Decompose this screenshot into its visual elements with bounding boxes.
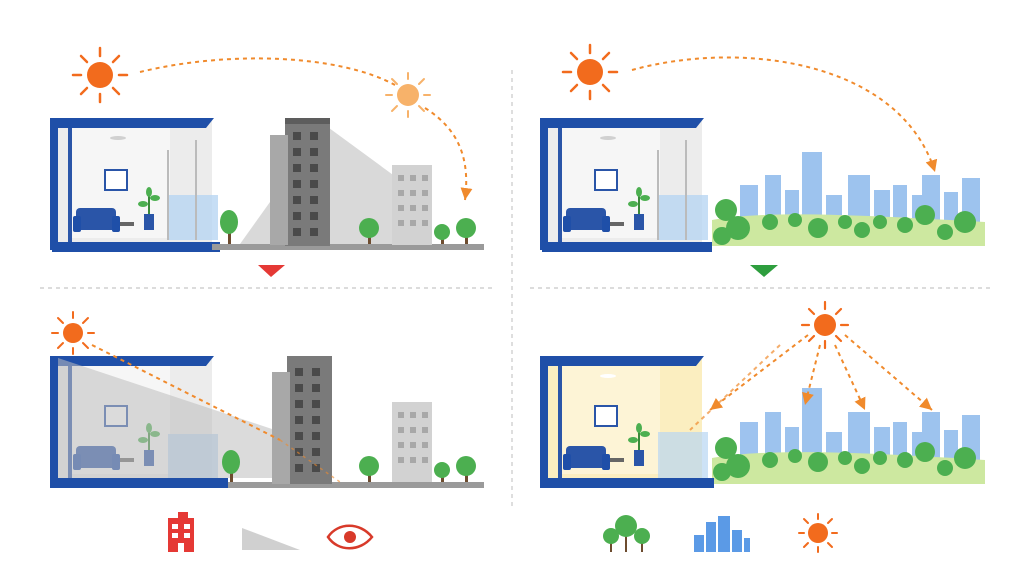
sun-ray-arrows xyxy=(689,334,933,431)
sun-icon xyxy=(51,311,95,355)
indicator-down-red xyxy=(258,265,285,277)
park-trees xyxy=(713,199,976,245)
window-picture xyxy=(594,405,618,427)
tree xyxy=(359,456,379,482)
apartment xyxy=(50,118,220,252)
plant-icon xyxy=(138,187,160,230)
skyline xyxy=(740,152,980,225)
panel-bottom-left xyxy=(50,311,484,488)
tree xyxy=(222,450,240,482)
tree xyxy=(359,218,379,244)
apartment-lit xyxy=(540,356,714,488)
window-picture xyxy=(594,169,618,191)
trees-icon xyxy=(603,515,650,552)
panel-top-left xyxy=(50,46,484,277)
background-building xyxy=(392,165,432,245)
tall-building xyxy=(272,356,332,484)
park-grass xyxy=(712,214,985,246)
panel-top-right xyxy=(540,43,985,277)
sun-icon-pale xyxy=(385,72,431,118)
table xyxy=(610,458,624,462)
panel-bottom-right xyxy=(540,300,985,488)
tree xyxy=(220,210,238,244)
sun-path-arrow xyxy=(139,57,396,86)
park-trees xyxy=(713,437,976,481)
balcony-glass xyxy=(658,195,708,240)
apartment xyxy=(540,118,712,252)
sofa-icon xyxy=(563,208,610,232)
tree xyxy=(434,224,450,244)
eye-icon xyxy=(326,524,374,550)
plant-icon xyxy=(628,423,650,466)
indicator-down-green xyxy=(750,265,778,277)
shadow-wedge-icon xyxy=(242,528,300,550)
sun-icon xyxy=(800,300,850,350)
tall-building xyxy=(270,118,330,246)
table xyxy=(610,222,624,226)
sun-path-arrow xyxy=(631,56,938,173)
sofa-icon xyxy=(563,446,610,470)
sunlight-ground-arrow xyxy=(279,439,341,483)
balcony-glass xyxy=(168,195,218,240)
tree xyxy=(456,218,476,244)
building-shadow xyxy=(58,358,275,478)
table xyxy=(120,222,134,226)
park-grass xyxy=(712,452,985,484)
sofa-icon xyxy=(73,208,120,232)
background-building xyxy=(392,402,432,482)
sun-icon xyxy=(798,513,838,553)
sun-icon xyxy=(561,43,619,101)
plant-icon xyxy=(628,187,650,230)
window-picture xyxy=(104,169,128,191)
building-icon xyxy=(168,512,194,552)
sunlight-blocked-arrow xyxy=(91,344,281,441)
tree xyxy=(456,456,476,482)
sun-icon xyxy=(71,46,129,104)
skyline-icon xyxy=(694,516,750,552)
tree xyxy=(434,462,450,482)
balcony-glass xyxy=(658,432,708,478)
